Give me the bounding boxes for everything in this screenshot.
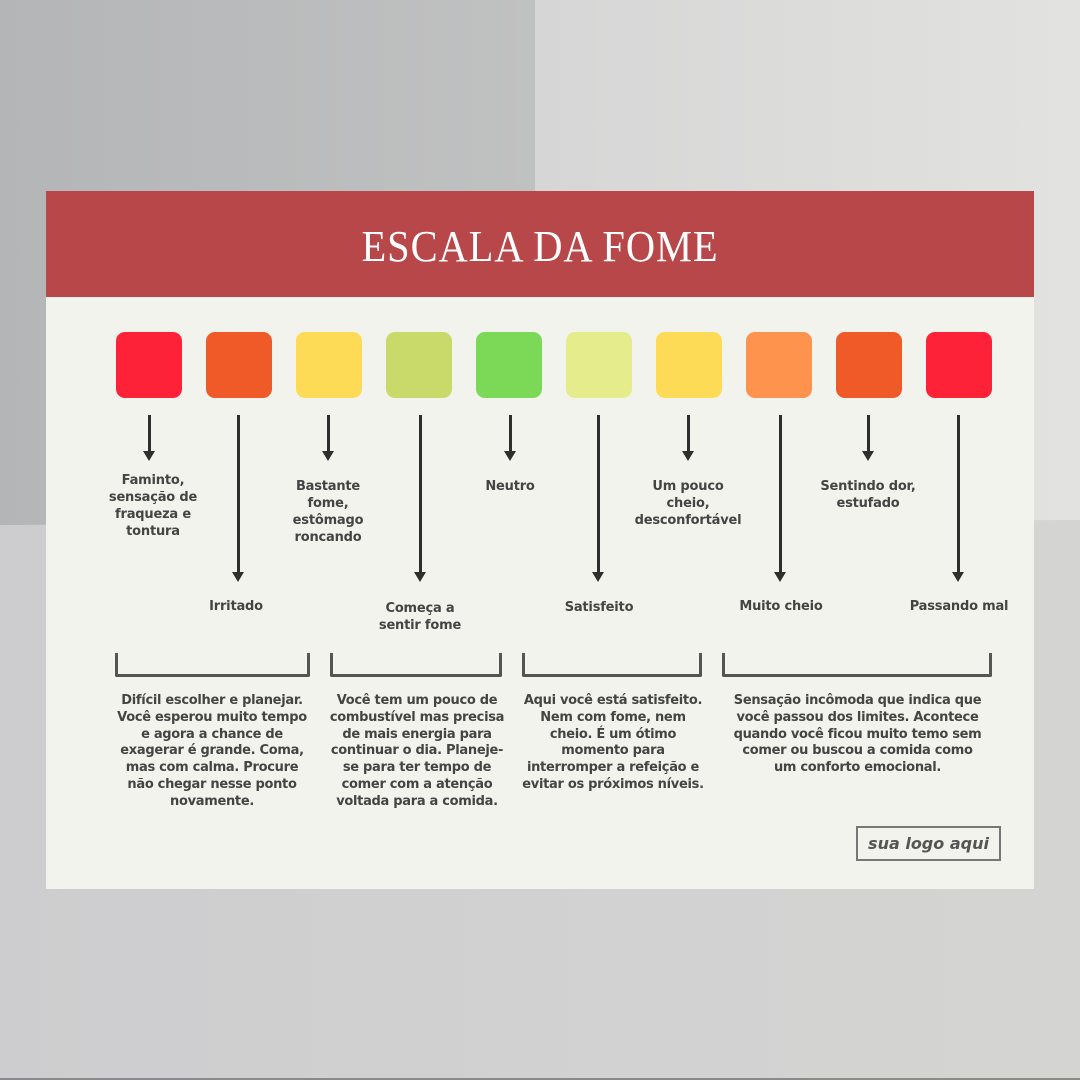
level-label-5: Neutro <box>485 479 535 494</box>
arrow-down-icon <box>682 415 694 461</box>
level-label-1: Faminto, sensação de fraqueza e tontura <box>108 473 198 539</box>
level-label-7: Um pouco cheio, desconfortável <box>634 479 742 528</box>
page-title: ESCALA DA FOME <box>361 221 719 271</box>
arrow-down-icon <box>143 415 155 461</box>
bottom-edge <box>0 1078 1080 1080</box>
group-bracket-2 <box>330 653 502 677</box>
arrow-down-icon <box>952 415 964 582</box>
arrow-down-icon <box>862 415 874 461</box>
hunger-scale-card: ESCALA DA FOME Faminto, sensação de fraq… <box>46 191 1034 889</box>
swatch-level-3 <box>296 332 362 398</box>
level-label-2: Irritado <box>209 599 263 614</box>
swatch-level-7 <box>656 332 722 398</box>
arrow-down-icon <box>322 415 334 461</box>
level-label-9: Sentindo dor, estufado <box>820 479 916 511</box>
arrow-down-icon <box>414 415 426 582</box>
swatch-level-8 <box>746 332 812 398</box>
group-description-2: Você tem um pouco de combustível mas pre… <box>329 693 505 809</box>
swatch-level-1 <box>116 332 182 398</box>
group-bracket-4 <box>722 653 992 677</box>
group-description-1: Difícil escolher e planejar. Você espero… <box>117 693 307 809</box>
swatch-level-2 <box>206 332 272 398</box>
level-label-3: Bastante fome, estômago roncando <box>292 479 364 545</box>
arrow-down-icon <box>592 415 604 582</box>
swatch-level-10 <box>926 332 992 398</box>
level-label-4: Começa a sentir fome <box>378 601 462 633</box>
level-label-6: Satisfeito <box>564 600 634 615</box>
header-banner: ESCALA DA FOME <box>46 191 1034 297</box>
group-bracket-3 <box>522 653 702 677</box>
level-label-10: Passando mal <box>909 599 1009 614</box>
level-label-8: Muito cheio <box>739 599 823 614</box>
group-bracket-1 <box>115 653 310 677</box>
arrow-down-icon <box>232 415 244 582</box>
arrow-down-icon <box>504 415 516 461</box>
logo-placeholder: sua logo aqui <box>856 826 1001 861</box>
swatch-level-5 <box>476 332 542 398</box>
group-description-3: Aqui você está satisfeito. Nem com fome,… <box>522 693 704 792</box>
swatch-level-9 <box>836 332 902 398</box>
swatch-level-4 <box>386 332 452 398</box>
swatch-level-6 <box>566 332 632 398</box>
group-description-4: Sensação incômoda que indica que você pa… <box>733 693 982 776</box>
arrow-down-icon <box>774 415 786 582</box>
